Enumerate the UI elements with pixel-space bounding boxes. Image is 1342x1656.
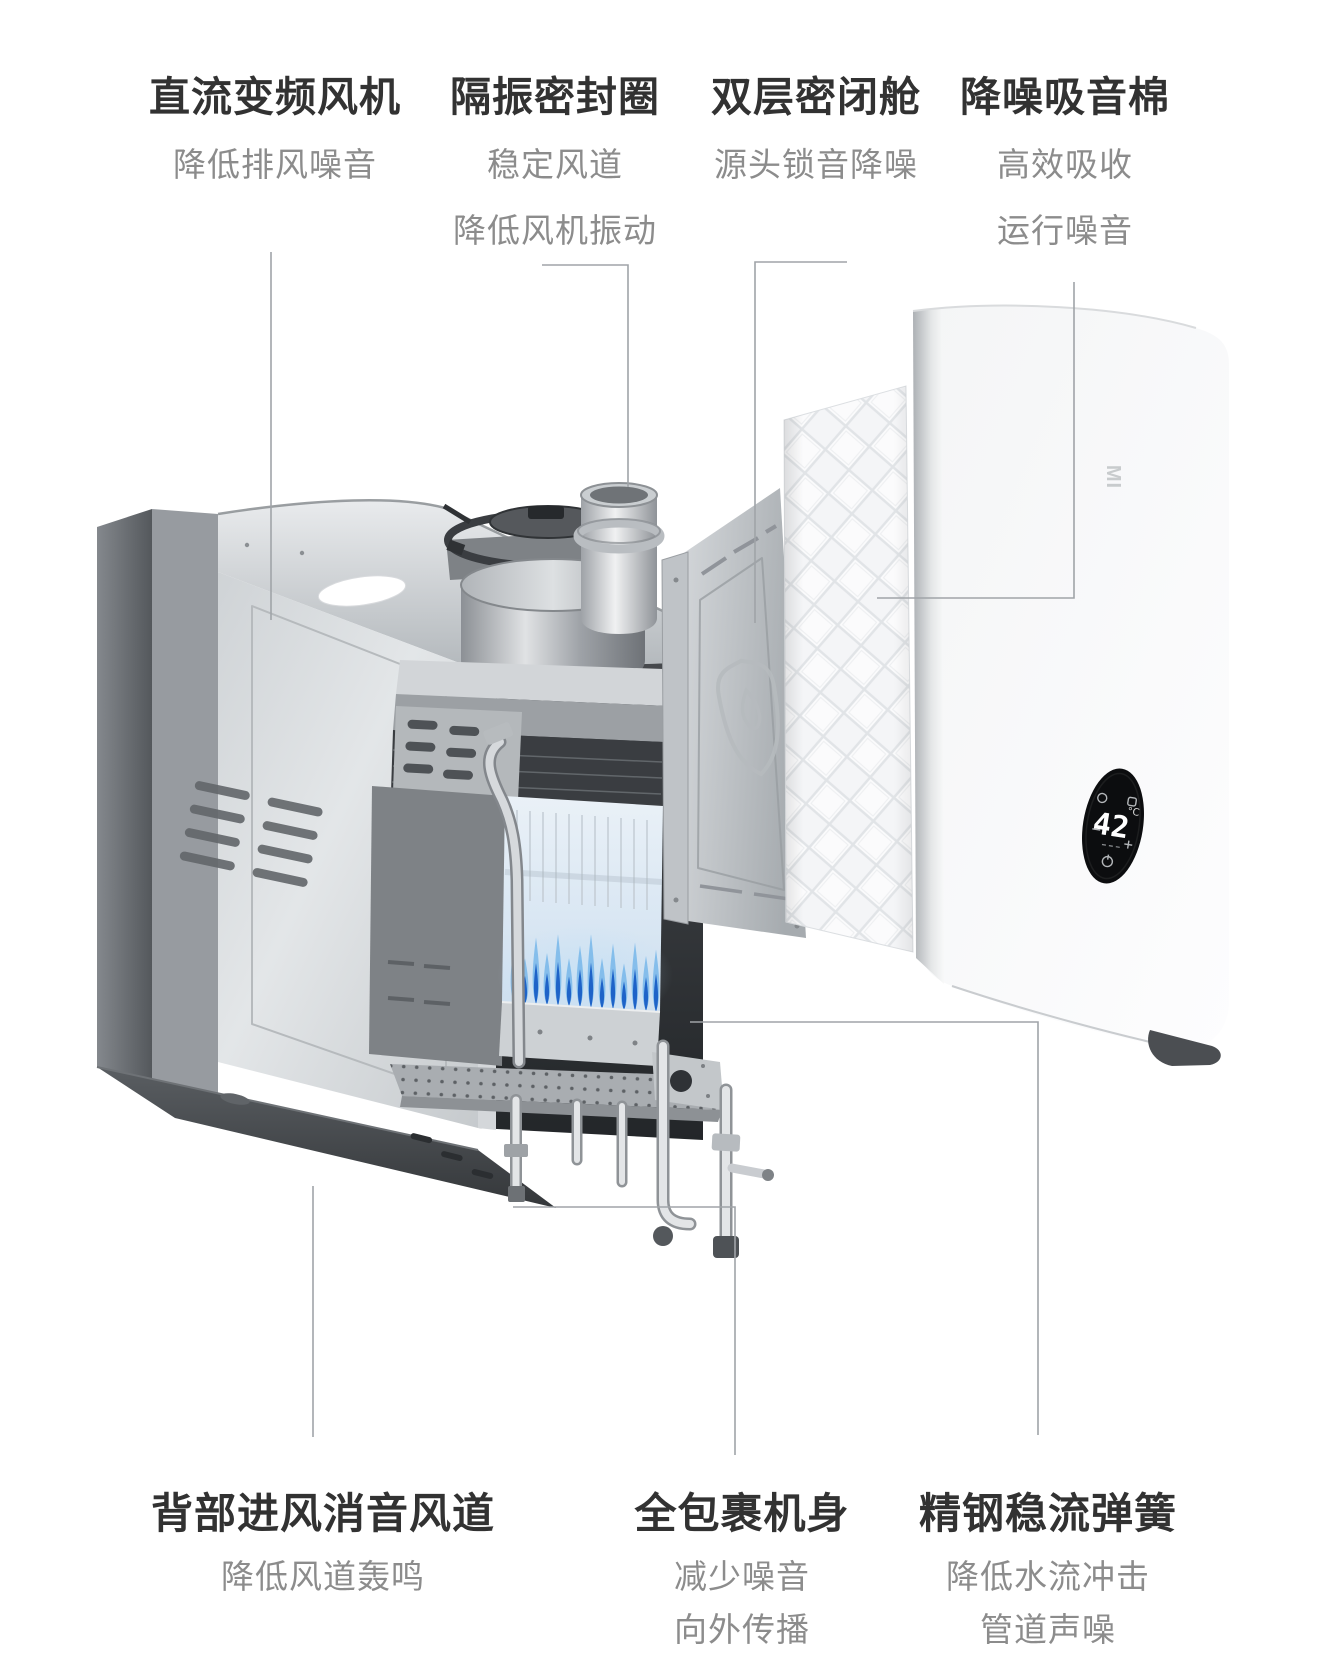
label-noise-absorbing-cotton: 降噪吸音棉 高效吸收 运行噪音 [815, 72, 1315, 250]
shield-flame-emblem [715, 658, 780, 777]
minus-icon [1092, 828, 1101, 831]
feature-subtitle: 高效吸收 [997, 146, 1133, 184]
label-rear-intake-silencer-duct: 背部进风消音风道 降低风道轰鸣 [73, 1488, 573, 1596]
leader-line-seal-ring [542, 264, 629, 487]
feature-subtitle: 稳定风道 [487, 146, 623, 184]
feature-subtitle: 减少噪音 [674, 1557, 810, 1595]
burner-front-panel [499, 1001, 661, 1066]
feature-subtitle: 源头锁音降噪 [714, 146, 918, 184]
feature-title: 直流变频风机 [149, 74, 401, 120]
feature-title: 降噪吸音棉 [960, 74, 1170, 120]
feature-title: 精钢稳流弹簧 [918, 1490, 1177, 1537]
mijia-logo-mark: MI [1102, 465, 1124, 489]
feature-subtitle: 降低风机振动 [453, 211, 657, 249]
leader-line-absorbing-cotton [877, 282, 1075, 599]
label-dc-inverter-fan: 直流变频风机 降低排风噪音 [25, 72, 525, 185]
vibration-seal-ring [573, 518, 665, 554]
plus-icon [1124, 840, 1133, 849]
label-vibration-seal-ring: 隔振密封圈 稳定风道 降低风机振动 [305, 72, 805, 250]
temperature-value: 42 [1090, 806, 1131, 846]
feature-subtitle: 向外传播 [674, 1611, 810, 1649]
front-cover: MI 42 °C [912, 304, 1229, 1066]
insulation-quilt-panel [783, 385, 914, 953]
gas-manifold [652, 1052, 724, 1110]
double-chamber-panel [661, 488, 806, 938]
water-inlet-pipe [482, 722, 526, 1069]
leader-line-wrap-body [513, 1206, 736, 1455]
exhaust-pipe-with-seal-ring [573, 482, 665, 634]
leader-lines [270, 252, 1075, 1455]
feature-subtitle: 管道声噪 [980, 1611, 1116, 1649]
label-full-wrap-body: 全包裹机身 减少噪音 向外传播 [492, 1488, 992, 1650]
label-steel-flow-spring: 精钢稳流弹簧 降低水流冲击 管道声噪 [798, 1488, 1298, 1650]
combustion-unit [369, 660, 774, 1258]
mode-icon [1127, 796, 1138, 807]
cover-bottom-lip [1148, 1030, 1221, 1066]
mijia-logo: MI [1102, 465, 1124, 489]
power-icon [1101, 854, 1114, 868]
feature-subtitle: 降低排风噪音 [173, 146, 377, 184]
feature-title: 背部进风消音风道 [150, 1490, 495, 1537]
feature-title: 隔振密封圈 [450, 74, 660, 120]
intake-vent-slats [179, 781, 323, 887]
feature-title: 双层密闭舱 [711, 74, 921, 120]
feature-subtitle: 降低风道轰鸣 [221, 1557, 425, 1595]
perforated-base-tray [390, 1064, 722, 1122]
shell-bottom-face [96, 1066, 556, 1208]
temperature-unit: °C [1127, 806, 1141, 819]
label-double-sealed-chamber: 双层密闭舱 源头锁音降噪 [566, 72, 1066, 185]
mounting-bracket [393, 706, 522, 800]
leader-line-flow-spring [690, 1021, 1039, 1435]
leader-line-double-chamber [754, 261, 847, 623]
dc-inverter-fan [442, 498, 652, 688]
feature-title: 全包裹机身 [634, 1490, 850, 1537]
water-pipes [504, 1039, 774, 1258]
feature-subtitle: 运行噪音 [997, 211, 1133, 249]
fan-intake-hole [317, 575, 407, 607]
feature-subtitle: 降低水流冲击 [946, 1557, 1150, 1595]
eco-icon [1097, 792, 1108, 804]
control-display: 42 °C [1082, 768, 1144, 884]
